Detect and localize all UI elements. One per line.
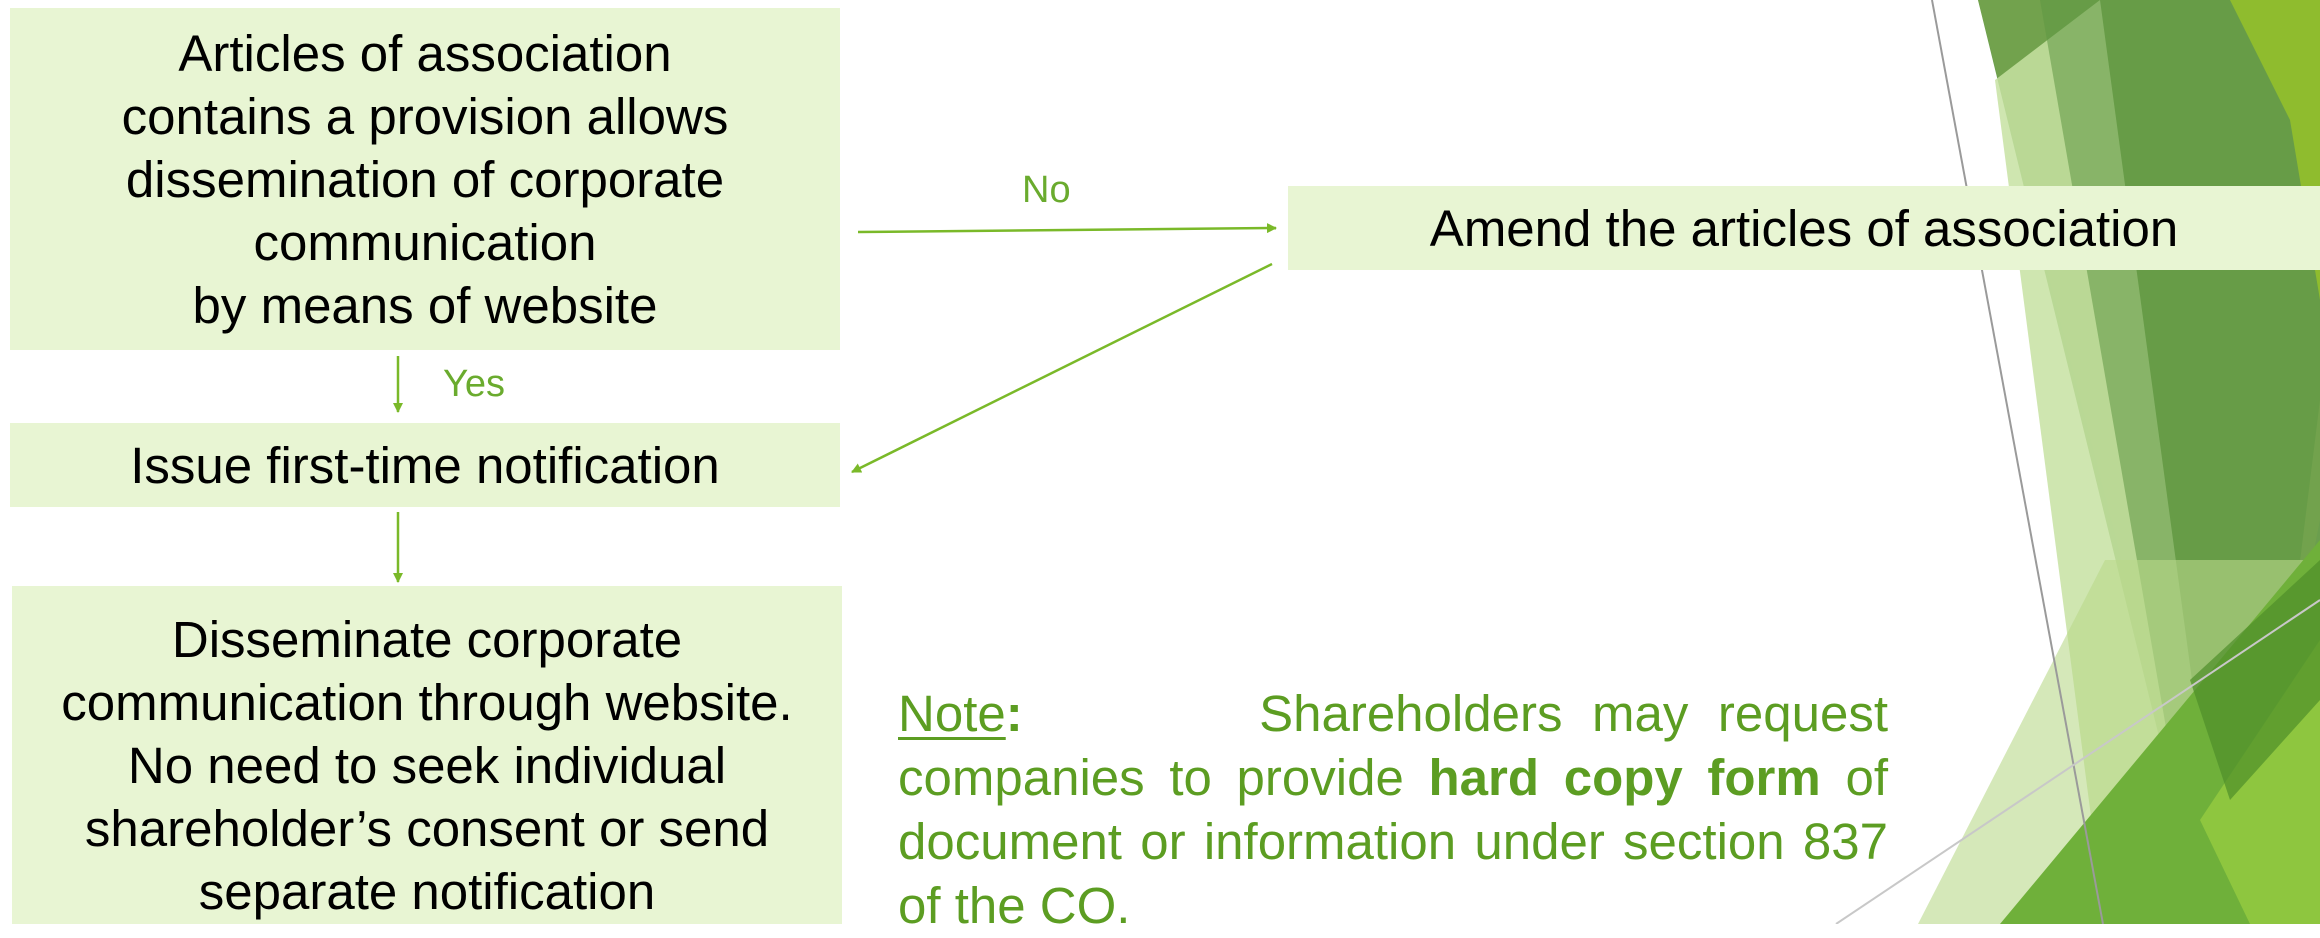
deco-edge-stripe <box>2230 0 2320 300</box>
label-no: No <box>1022 169 1071 211</box>
note-text-before: Shareholders may request companies to pr… <box>898 685 1889 806</box>
note-colon: : <box>1005 685 1023 742</box>
label-yes: Yes <box>443 363 505 405</box>
arrow-no <box>857 223 1277 234</box>
deco-corner-dark <box>2190 560 2320 800</box>
box-articles-provision: Articles of association contains a provi… <box>10 8 840 350</box>
note-emphasis: hard copy form <box>1428 749 1821 806</box>
deco-thin-line-2 <box>1835 599 2320 924</box>
arrow-amend-to-issue <box>851 262 1273 474</box>
box-amend-articles: Amend the articles of association <box>1288 186 2320 270</box>
note-paragraph: Note: Shareholders may request companies… <box>898 682 1888 938</box>
box-issue-notification: Issue first-time notification <box>10 423 840 507</box>
note-heading: Note <box>898 685 1006 742</box>
deco-thin-line-1 <box>1931 0 2104 924</box>
box-disseminate: Disseminate corporate communication thro… <box>12 586 842 924</box>
